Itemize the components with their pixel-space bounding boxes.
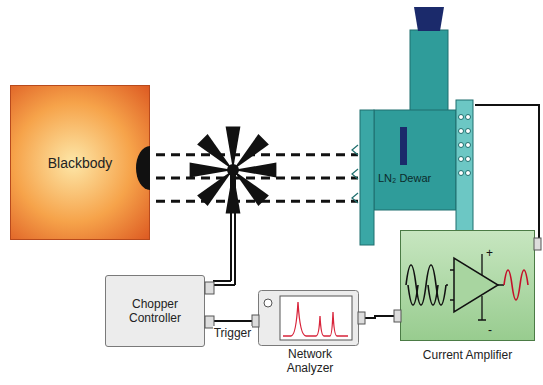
- connector: [475, 105, 541, 244]
- cable: [213, 320, 252, 322]
- chopper-wheel: [190, 127, 277, 214]
- chopper-blade: [233, 134, 269, 170]
- chopper-blade: [233, 170, 269, 206]
- current-amplifier: Current Amplifier: [400, 230, 535, 365]
- node-label: LN₂ Dewar: [378, 172, 431, 184]
- connector: [213, 321, 252, 322]
- chopper-blade: [197, 134, 233, 170]
- node-label: Chopper Controller: [119, 297, 191, 325]
- node-label: Current Amplifier: [400, 348, 535, 362]
- chopper-blade: [197, 170, 233, 206]
- edge-label: Trigger: [213, 326, 253, 340]
- ln2-dewar: LN₂ Dewar: [360, 5, 475, 250]
- dewar-shape: [360, 5, 475, 250]
- beam-line: [156, 153, 358, 156]
- network-analyzer: Network Analyzer: [258, 290, 362, 382]
- polarity-sign: -: [488, 323, 492, 337]
- cable: [475, 105, 541, 244]
- chopper-shaft: [213, 280, 231, 282]
- polarity-sign: +: [486, 246, 493, 260]
- amplifier-box: [400, 230, 542, 342]
- node-label: Network Analyzer: [280, 348, 340, 376]
- chopper-controller-box: Chopper Controller: [105, 275, 205, 347]
- analyzer-box: [258, 290, 370, 346]
- chopper-hub: [227, 164, 239, 176]
- connector: [365, 316, 394, 318]
- blackbody-box: Blackbody: [10, 85, 150, 240]
- node-label: Blackbody: [48, 155, 113, 171]
- beam-line: [156, 177, 358, 180]
- chopper-shaft: [213, 284, 235, 286]
- cable: [365, 316, 394, 318]
